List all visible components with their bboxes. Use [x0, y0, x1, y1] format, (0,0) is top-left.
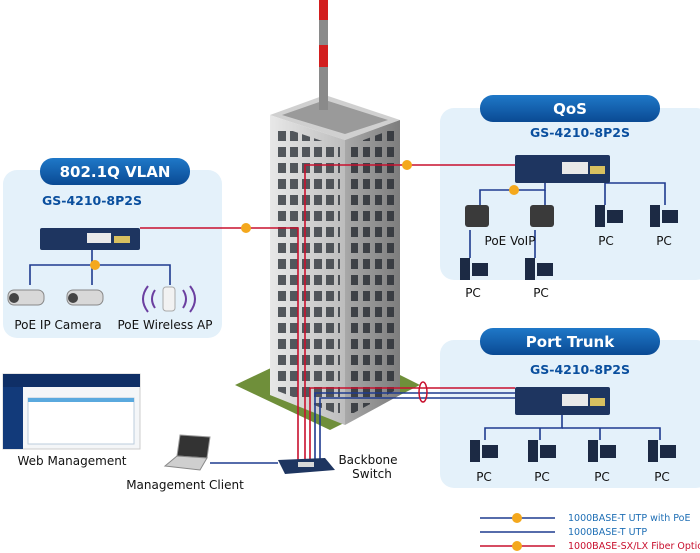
pc-label: PC — [476, 470, 492, 484]
qos-header — [480, 95, 660, 122]
poe-badge-icon — [509, 185, 519, 195]
wireless-ap-icon — [142, 285, 196, 313]
legend-fiber: 1000BASE-SX/LX Fiber Optic — [568, 541, 700, 552]
antenna-icon — [319, 0, 328, 110]
fiber-links — [140, 164, 515, 465]
web-management-label: Web Management — [17, 454, 126, 468]
voip-phone-icon — [465, 205, 554, 227]
legend-utp: 1000BASE-T UTP — [568, 527, 647, 538]
trunk-header — [480, 328, 660, 355]
backbone-label: Switch — [352, 467, 392, 481]
qos-panel: QoS GS-4210-8P2S — [440, 95, 700, 280]
pc-icon — [460, 205, 678, 280]
pc-label: PC — [465, 286, 481, 300]
web-management-screenshot — [2, 373, 141, 450]
voip-label: PoE VoIP — [485, 234, 536, 248]
pc-label: PC — [598, 234, 614, 248]
management-client-label: Management Client — [126, 478, 244, 492]
poe-badge-icon — [90, 260, 100, 270]
building-icon — [270, 95, 400, 425]
trunk-aggregation-marker — [418, 381, 428, 403]
backbone-label: Backbone — [338, 453, 397, 467]
vlan-switch-icon — [40, 228, 140, 250]
ip-camera-icon — [7, 289, 104, 306]
backbone-switch-icon — [278, 458, 335, 474]
qos-model: GS-4210-8P2S — [530, 125, 630, 140]
trunk-switch-icon — [515, 387, 610, 415]
qos-title: QoS — [553, 100, 587, 118]
pc-label: PC — [594, 470, 610, 484]
trunk-model: GS-4210-8P2S — [530, 362, 630, 377]
pc-label: PC — [533, 286, 549, 300]
vlan-model: GS-4210-8P2S — [42, 193, 142, 208]
laptop-icon — [163, 434, 211, 471]
ip-camera-label: PoE IP Camera — [14, 318, 101, 332]
pc-label: PC — [656, 234, 672, 248]
legend: 1000BASE-T UTP with PoE 1000BASE-T UTP 1… — [480, 513, 700, 552]
legend-utp-poe: 1000BASE-T UTP with PoE — [568, 513, 691, 524]
fiber-badge-icon — [241, 223, 251, 233]
fiber-badge-icon — [402, 160, 412, 170]
trunk-title: Port Trunk — [526, 333, 615, 351]
utp-links — [29, 182, 666, 465]
qos-switch-icon — [515, 155, 610, 183]
wireless-ap-label: PoE Wireless AP — [117, 318, 212, 332]
poe-badge-icon — [512, 513, 522, 523]
pc-label: PC — [654, 470, 670, 484]
pc-icon — [470, 440, 676, 462]
vlan-header — [40, 158, 190, 185]
pc-label: PC — [534, 470, 550, 484]
fiber-badge-icon — [512, 541, 522, 551]
vlan-title: 802.1Q VLAN — [60, 163, 171, 181]
